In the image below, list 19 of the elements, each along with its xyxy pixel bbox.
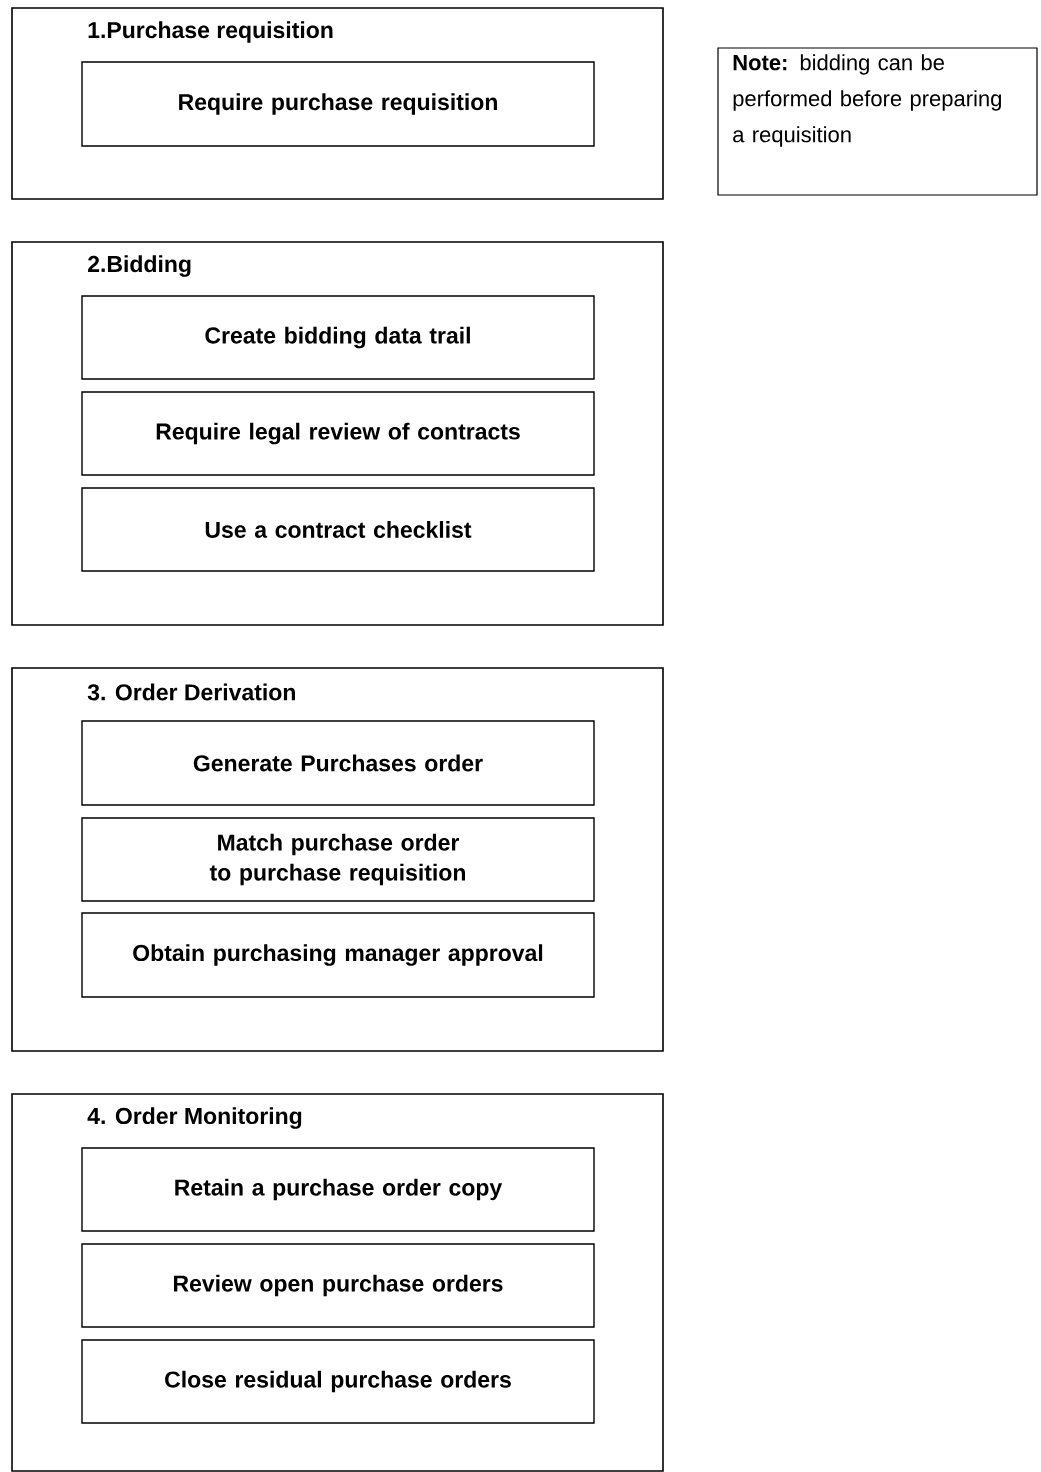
group-box xyxy=(11,241,664,626)
process-box: Obtain purchasing manager approval xyxy=(81,912,595,998)
process-box: Generate Purchases order xyxy=(81,720,595,806)
group-box xyxy=(11,7,664,200)
group-box xyxy=(11,1093,664,1472)
process-box: Require purchase requisition xyxy=(81,61,595,147)
process-box: Review open purchase orders xyxy=(81,1243,595,1328)
process-box: Create bidding data trail xyxy=(81,295,595,380)
group-box xyxy=(11,667,664,1052)
process-box: Use a contract checklist xyxy=(81,487,595,572)
process-box: Close residual purchase orders xyxy=(81,1339,595,1424)
process-box: Match purchase order to purchase requisition xyxy=(81,817,595,902)
process-box: Require legal review of contracts xyxy=(81,391,595,476)
process-box: Retain a purchase order copy xyxy=(81,1147,595,1232)
group-heading: 3. Order Derivation xyxy=(87,683,295,701)
group-heading: 1.Purchase requisition xyxy=(88,21,333,43)
note-box: Note: bidding can be performed before preparing a requisition xyxy=(717,47,1038,196)
group-heading: 2.Bidding xyxy=(88,255,191,277)
group-heading: 4. Order Monitoring xyxy=(87,1107,302,1129)
